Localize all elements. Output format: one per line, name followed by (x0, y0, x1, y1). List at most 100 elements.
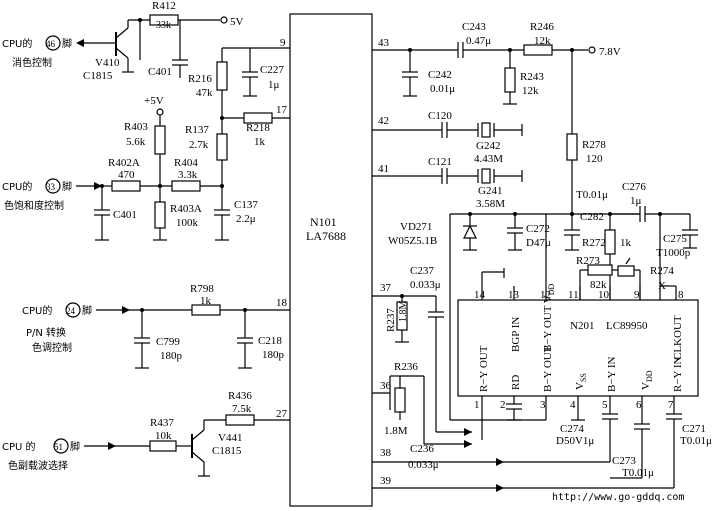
n201-pin-4: 4 (570, 399, 576, 411)
resistor-r278 (566, 133, 578, 161)
c121-ref: C121 (428, 156, 452, 168)
supply-78v-label: 7.8V (599, 46, 621, 58)
n201-pin4-name: VSS (574, 373, 588, 390)
n201-pin-1: 1 (474, 399, 480, 411)
c271-value: T0.01μ (680, 435, 712, 447)
resistor-r402a (111, 180, 141, 192)
r798-value: 1k (200, 295, 212, 307)
svg-text:24: 24 (66, 306, 76, 316)
cpu33-function-label: 色饱和度控制 (4, 199, 64, 212)
n201-pin-9: 9 (634, 289, 640, 301)
g242-value: 4.43M (474, 153, 503, 165)
svg-text:脚: 脚 (82, 304, 92, 317)
r216-value: 47k (196, 87, 213, 99)
r216-ref: R216 (188, 73, 212, 85)
r402a-ref: R402A (108, 157, 140, 169)
ic-n201-body (457, 299, 699, 397)
n201-top-pins (481, 214, 677, 300)
resistor-r137 (216, 133, 228, 161)
g242-ref: G242 (476, 140, 500, 152)
svg-text:脚: 脚 (62, 180, 72, 193)
cpu46-function-label: 消色控制 (12, 56, 52, 69)
r403a-ref: R403A (170, 203, 202, 215)
svg-text:33: 33 (46, 182, 56, 192)
r278-value: 120 (586, 153, 603, 165)
r243-ref: R243 (520, 71, 544, 83)
supply-5v-terminal (220, 16, 228, 24)
c237-value: 0.033μ (410, 279, 441, 291)
c227-ref: C227 (260, 64, 284, 76)
c243-value: 0.47μ (466, 35, 491, 47)
resistor-r403a (154, 201, 166, 229)
c282-ref: C282 (580, 211, 604, 223)
r236-value: 1.8M (384, 425, 408, 437)
n101-pin-38: 38 (380, 447, 392, 459)
n201-pin8-name: CLKOUT (672, 315, 684, 360)
g241-ref: G241 (478, 185, 502, 197)
svg-text:CPU的: CPU的 (2, 37, 32, 50)
n201-pin-3: 3 (540, 399, 546, 411)
r243-value: 12k (522, 85, 539, 97)
svg-text:CPU的: CPU的 (22, 304, 52, 317)
r798-ref: R798 (190, 283, 214, 295)
transistor-v410 (115, 20, 134, 73)
n201-pin-11: 11 (568, 289, 579, 301)
c236-ref: C236 (410, 443, 434, 455)
c273-ref: C273 (612, 455, 636, 467)
svg-text:CPU 的: CPU 的 (2, 440, 36, 453)
r436-ref: R436 (228, 390, 252, 402)
r437-ref: R437 (150, 417, 174, 429)
cpu46-label: CPU的 46 脚 (2, 35, 72, 51)
r436-value: 7.5k (232, 403, 252, 415)
n101-pin-41: 41 (378, 163, 389, 175)
r137-ref: R137 (185, 124, 209, 136)
n101-pin-27: 27 (276, 408, 288, 420)
v410-value: C1815 (83, 70, 113, 82)
n101-pin-43: 43 (378, 37, 390, 49)
svg-text:脚: 脚 (70, 440, 80, 453)
n201-pin-10: 10 (598, 289, 610, 301)
n101-pin-42: 42 (378, 115, 389, 127)
r236-ref: R236 (394, 361, 418, 373)
n201-bottom-wiring (450, 396, 682, 488)
ic-n101-body (289, 13, 373, 507)
n201-pin-13: 13 (508, 289, 520, 301)
r278-ref: R278 (582, 139, 606, 151)
c271-ref: C271 (682, 423, 706, 435)
supply-78v-terminal (588, 46, 596, 54)
n201-pin-7: 7 (668, 399, 674, 411)
r412-ref: R412 (152, 0, 176, 12)
ic-n101-name: N101 (310, 215, 337, 229)
v441-value: C1815 (212, 445, 242, 457)
c276-value: 1μ (630, 195, 642, 207)
watermark-url: http://www.go-gddq.com (552, 492, 684, 503)
g241-value: 3.58M (476, 198, 505, 210)
r218-value: 1k (254, 136, 266, 148)
n201-pin2-name: RD (510, 375, 522, 390)
resistor-r236 (394, 387, 406, 413)
r274-ref: R274 (650, 265, 674, 277)
cpu24-function-label-2: 色调控制 (32, 341, 72, 354)
resistor-r437 (149, 440, 177, 452)
c401-top-ref: C401 (148, 66, 172, 78)
c799-ref: C799 (156, 336, 180, 348)
c272-value: D47μ (526, 237, 551, 249)
r437-value: 10k (155, 430, 172, 442)
resistor-r218 (243, 112, 273, 124)
n201-pin12-name: B−Y OUT VDD (542, 283, 556, 352)
c799-value: 180p (160, 350, 183, 362)
cpu51-function-label: 色副载波选择 (8, 459, 68, 472)
cpu33-label: CPU的 33 脚 (2, 178, 72, 194)
c242-ref: C242 (428, 69, 452, 81)
c237-ref: C237 (410, 265, 434, 277)
c218-value: 180p (262, 349, 285, 361)
r237-ref: R237 (385, 308, 397, 332)
transistor-v441 (191, 420, 210, 477)
r403-value: 5.6k (126, 136, 146, 148)
ic-n201-name: N201 (570, 320, 594, 332)
c218-ref: C218 (258, 335, 282, 347)
zener-vd271 (463, 214, 477, 251)
resistor-r272 (604, 229, 616, 255)
svg-text:CPU的: CPU的 (2, 180, 32, 193)
